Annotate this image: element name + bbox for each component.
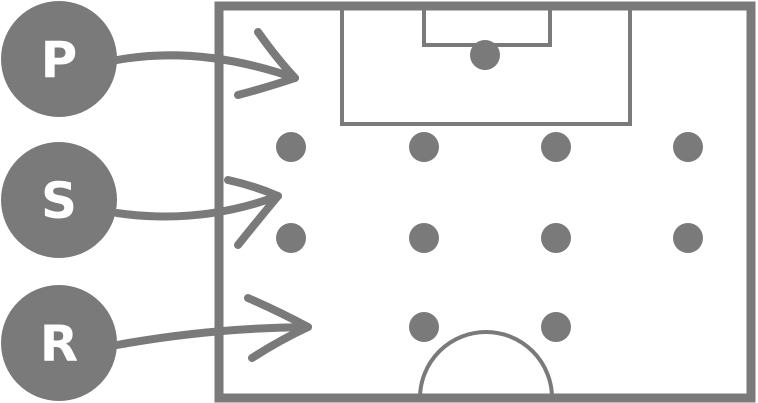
arrow-p-shaft [113,51,299,82]
player-dot [673,132,703,162]
arrow-r-head [244,294,312,362]
badge-p-circle [1,1,117,117]
player-dot [541,312,571,342]
badge-r-letter: R [40,315,79,373]
player-dot [276,132,306,162]
arrow-r-shaft [113,323,312,349]
badge-s: S [1,142,117,258]
badge-p: P [1,1,117,117]
player-dot [409,223,439,253]
arrow-s-shaft [113,192,282,221]
badge-s-letter: S [41,172,77,230]
badge-s-circle [1,142,117,258]
arrow-s-head [224,176,282,249]
player-dot [276,223,306,253]
badge-p-letter: P [41,31,78,89]
player-dot [541,223,571,253]
arrow-s [113,176,282,249]
player-dot [673,223,703,253]
player-dot [409,312,439,342]
arrow-p [113,28,299,99]
arrow-p-head [234,28,299,99]
center-arc [418,330,554,399]
goalkeeper-dot [470,40,500,70]
badge-r-circle [1,285,117,401]
player-dot [541,132,571,162]
player-dot [409,132,439,162]
badge-r: R [1,285,117,401]
goal-area [422,5,552,47]
arrow-r [113,294,312,362]
